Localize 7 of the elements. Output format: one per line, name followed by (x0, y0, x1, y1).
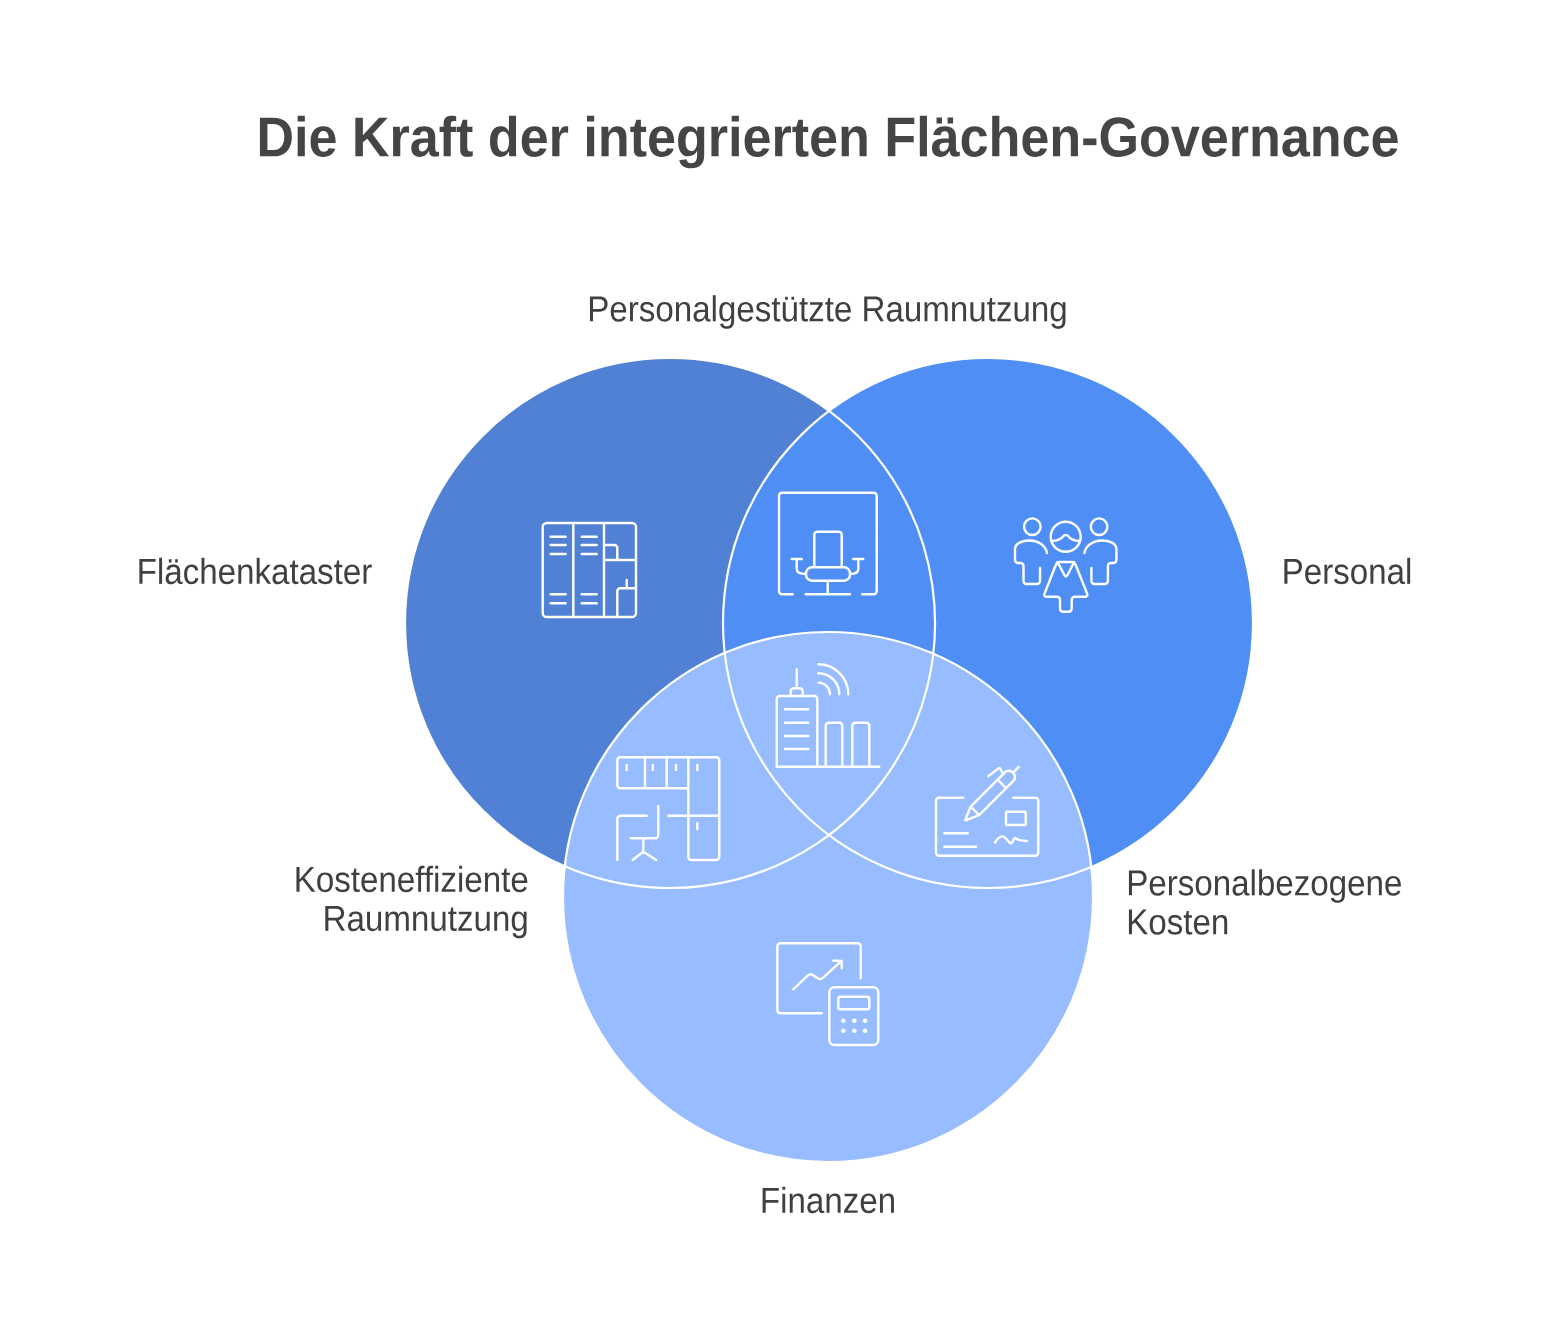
set-label: Flächenkataster (139, 557, 372, 585)
overlap-label: Kosteneffiziente Raumnutzung (296, 865, 528, 939)
overlap-label: Personalgestützte Raumnutzung (589, 295, 1066, 329)
set-label: Finanzen (762, 1186, 894, 1214)
title: Die Kraft der integrierten Flächen-Governance (259, 115, 1398, 169)
set-label: Personal (1284, 557, 1411, 585)
overlap-label: Personalbezogene Kosten (1128, 869, 1401, 935)
